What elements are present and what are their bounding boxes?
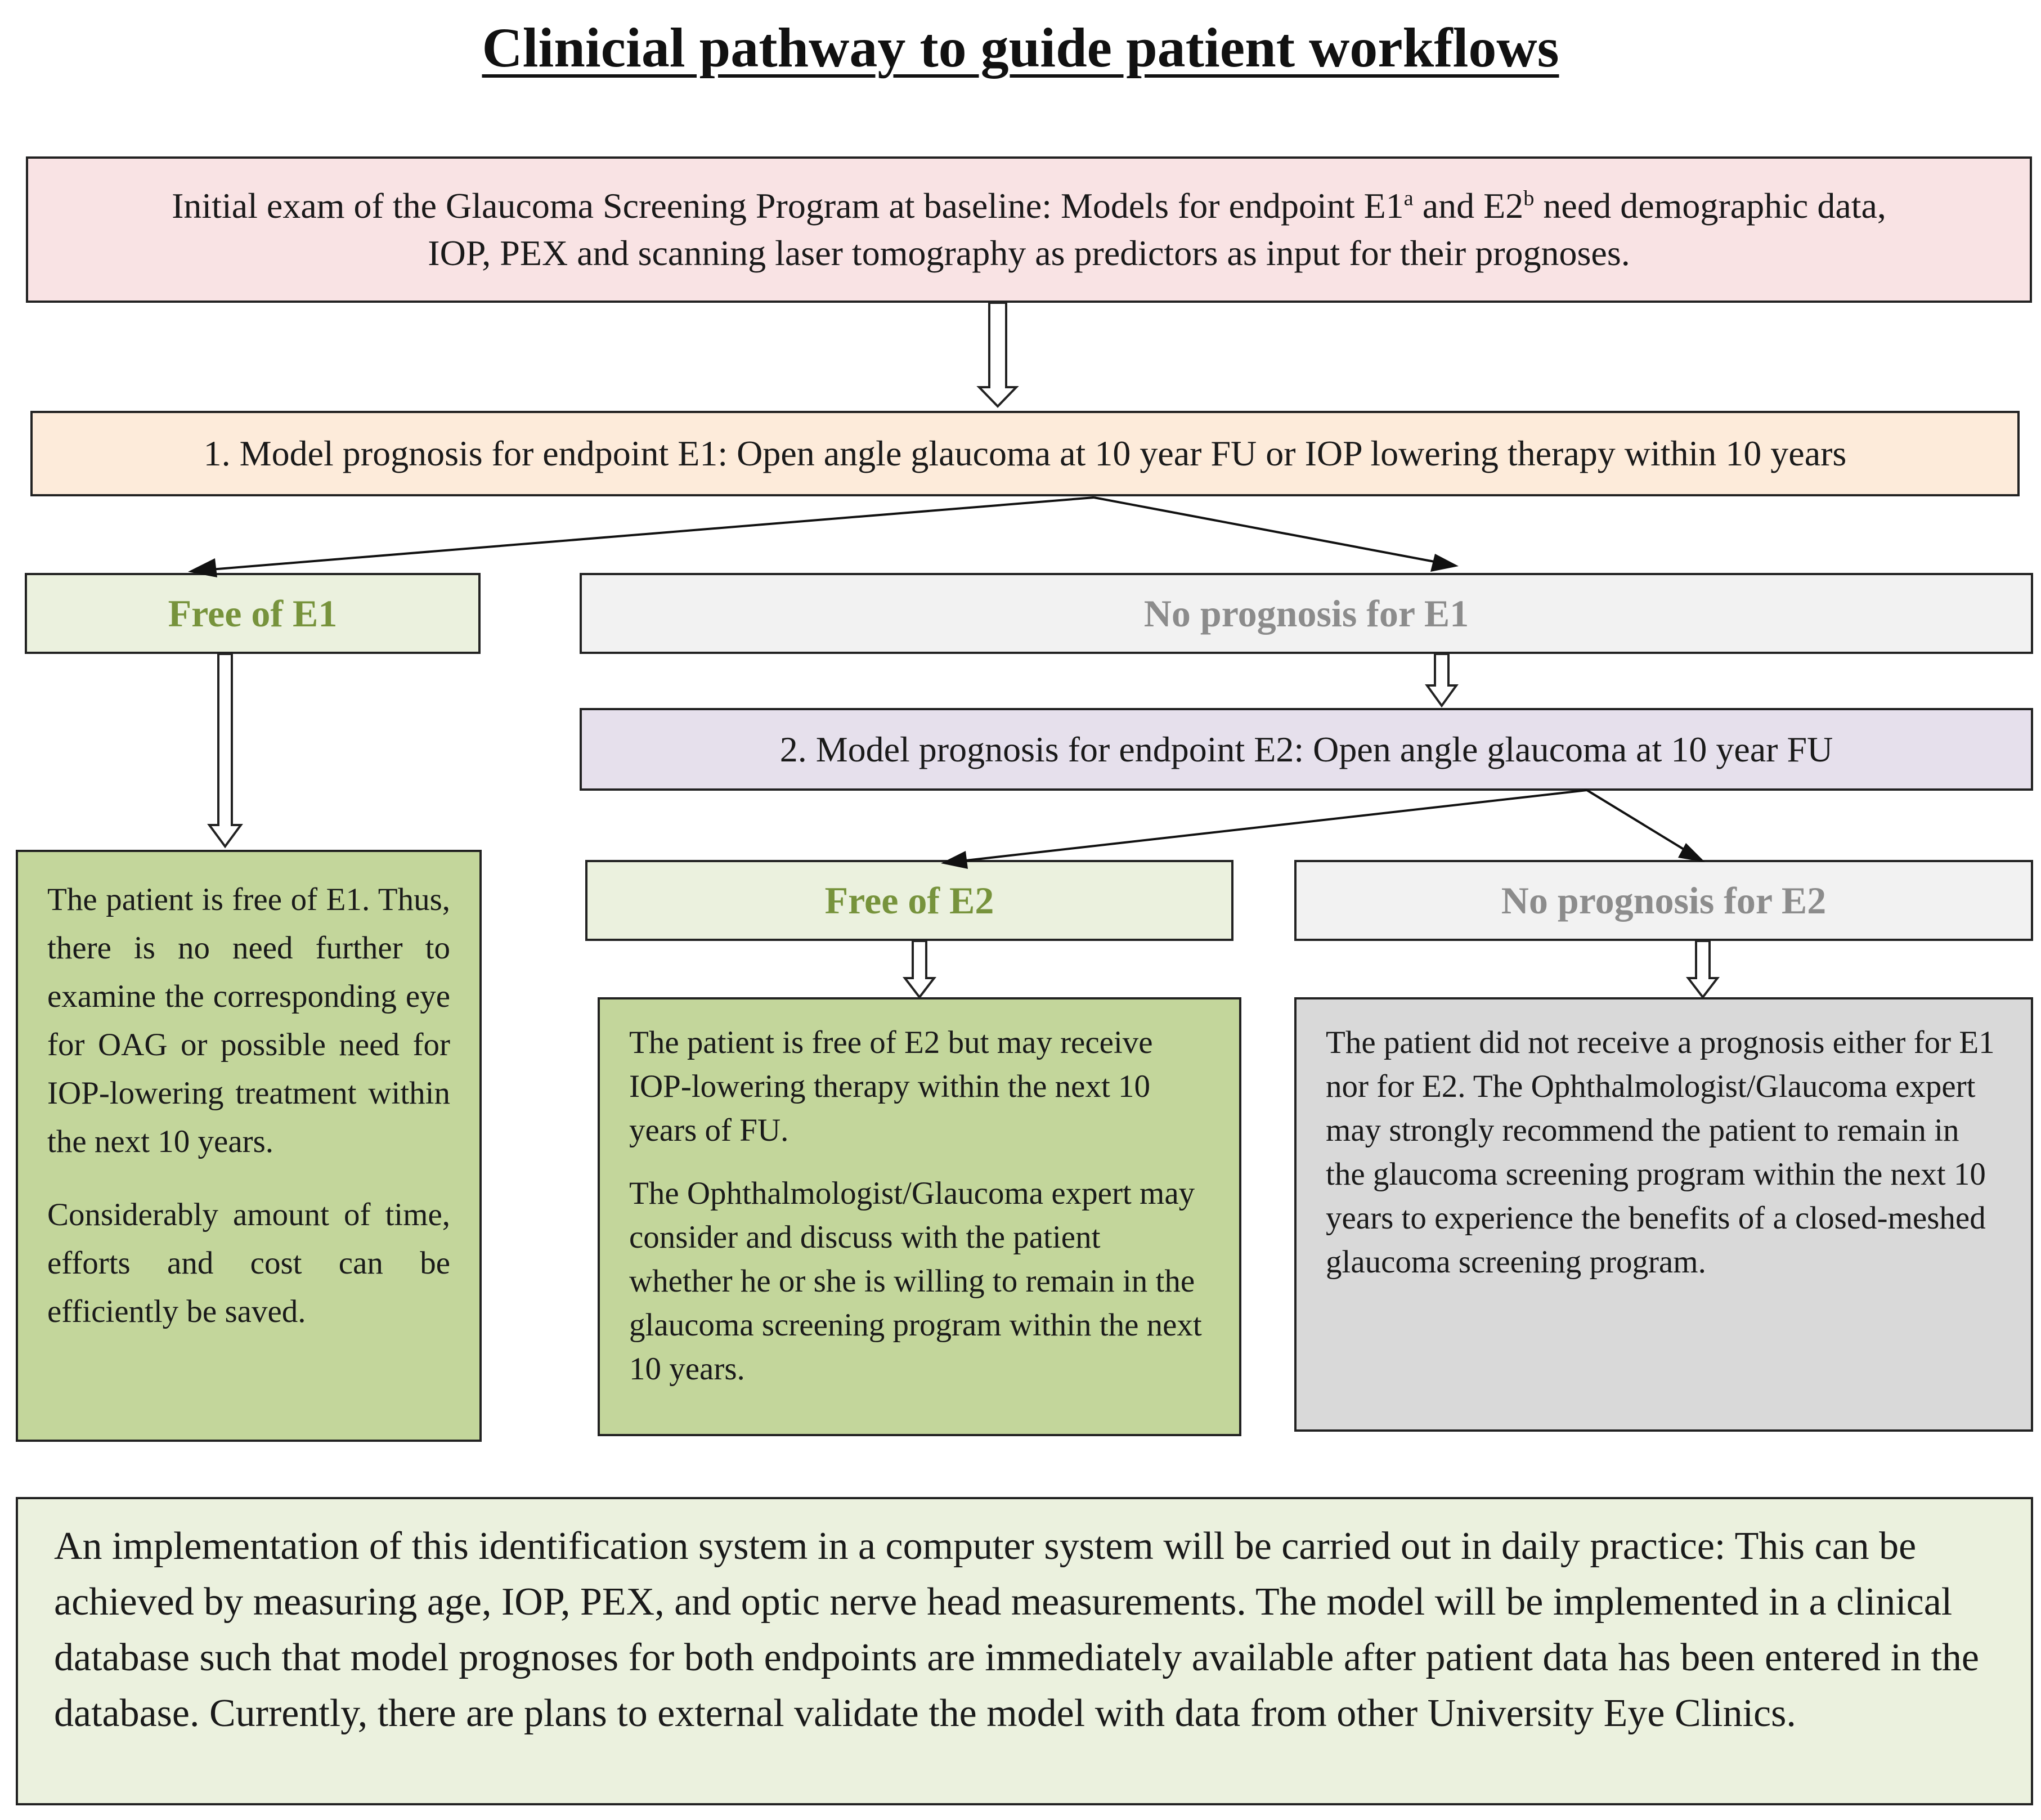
- arrow-line-e1-to-noprog: [1093, 496, 1447, 565]
- implementation-text: An implementation of this identification…: [54, 1525, 1979, 1735]
- model-e2-box: 2. Model prognosis for endpoint E2: Open…: [580, 708, 2033, 791]
- implementation-box: An implementation of this identification…: [16, 1497, 2033, 1805]
- initial-exam-line1: Initial exam of the Glaucoma Screening P…: [172, 186, 1886, 226]
- no-prognosis-e2-header: No prognosis for E2: [1294, 860, 2033, 941]
- free-e1-header: Free of E1: [25, 573, 481, 654]
- arrowhead-noprog-e1: [1430, 554, 1459, 572]
- no-prognosis-e2-para1: The patient did not receive a prognosis …: [1326, 1025, 1995, 1280]
- free-e2-para2: The Ophthalmologist/Glaucoma expert may …: [629, 1176, 1202, 1387]
- free-e2-para1: The patient is free of E2 but may receiv…: [629, 1025, 1153, 1148]
- free-e1-para1: The patient is free of E1. Thus, there i…: [47, 882, 450, 1159]
- arrowhead-free-e1: [188, 558, 217, 577]
- free-e2-detail-box: The patient is free of E2 but may receiv…: [598, 997, 1241, 1436]
- arrowhead-free-e2: [941, 851, 968, 869]
- no-prognosis-e1-header: No prognosis for E1: [580, 573, 2033, 654]
- arrow-line-e2-to-free: [950, 789, 1587, 863]
- initial-exam-line2: IOP, PEX and scanning laser tomography a…: [428, 233, 1630, 273]
- free-e1-detail-box: The patient is free of E1. Thus, there i…: [16, 850, 482, 1442]
- arrowhead-noprog-e2: [1678, 843, 1705, 862]
- arrow-line-e1-to-free: [196, 496, 1094, 572]
- no-prognosis-e2-detail-box: The patient did not receive a prognosis …: [1294, 997, 2033, 1432]
- hollow-arrow-noprog-e1-to-model-e2: [1425, 653, 1459, 708]
- hollow-arrow-free-e1-to-detail: [207, 653, 243, 849]
- free-e1-para2: Considerably amount of time, efforts and…: [47, 1197, 450, 1329]
- initial-exam-box: Initial exam of the Glaucoma Screening P…: [26, 156, 2032, 303]
- diagram-title: Clinicial pathway to guide patient workf…: [482, 16, 1559, 79]
- hollow-arrow-exam-to-e1: [976, 302, 1019, 408]
- arrow-line-e2-to-noprog: [1586, 789, 1695, 857]
- free-e2-header: Free of E2: [585, 860, 1233, 941]
- model-e1-box: 1. Model prognosis for endpoint E1: Open…: [30, 411, 2020, 496]
- hollow-arrow-noprog-e2-to-detail: [1685, 940, 1720, 999]
- hollow-arrow-free-e2-to-detail: [902, 940, 937, 999]
